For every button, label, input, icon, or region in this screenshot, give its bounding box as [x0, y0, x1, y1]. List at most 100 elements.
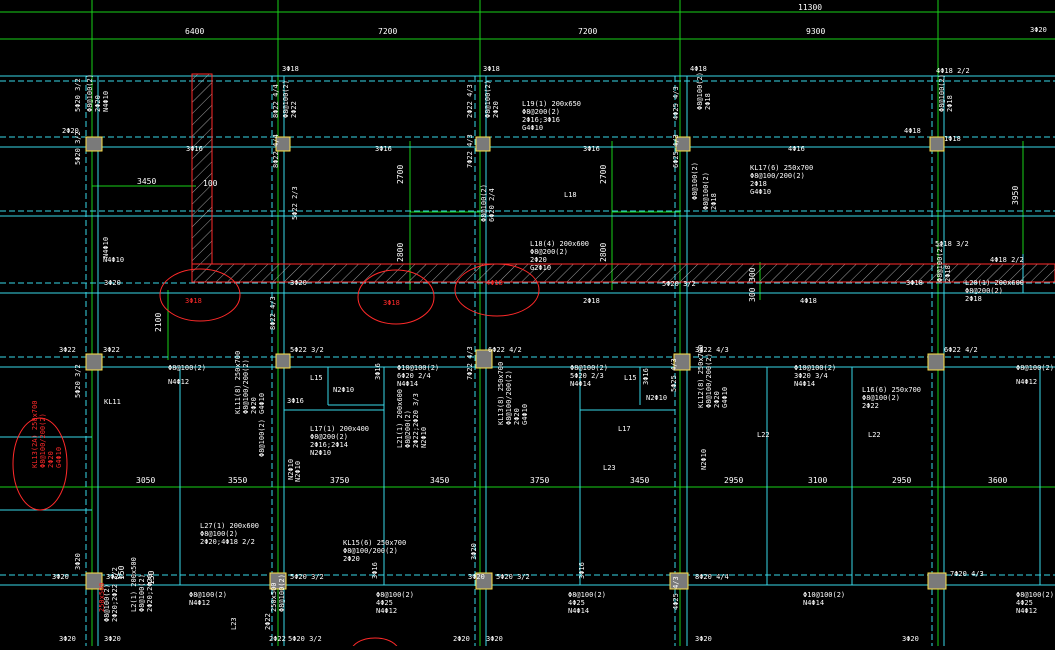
- rebar-label: L23: [230, 617, 238, 630]
- bay-dimension: 3450: [430, 476, 449, 485]
- rebar-label: Φ8@100(2): [282, 80, 290, 118]
- rebar-label: Φ8@200(2): [404, 410, 412, 448]
- rebar-label: 250x500: [270, 582, 278, 612]
- rebar-label: 4Φ18: [690, 65, 707, 73]
- rebar-label: 3Φ22 4/3: [695, 346, 729, 354]
- rebar-label: KL17(6) 250x700: [750, 164, 813, 172]
- vertical-dimension: 300: [748, 267, 757, 282]
- rebar-label: 3Φ20: [104, 279, 121, 287]
- rebar-label: 2Φ22: [264, 613, 272, 630]
- rebar-label: 8Φ22 4/4: [272, 134, 280, 168]
- rebar-label: L18: [564, 191, 577, 199]
- rebar-label: L21(1) 200x600: [396, 389, 404, 448]
- rebar-label: N4Φ14: [397, 380, 418, 388]
- rebar-label: 5Φ22 3/2: [290, 346, 324, 354]
- rebar-label: L2(1) 200x500: [130, 557, 138, 612]
- rebar-label: 3Φ16: [583, 145, 600, 153]
- overall-dimension: 11300: [798, 3, 822, 12]
- rebar-label: 3Φ20 3/4: [794, 372, 828, 380]
- rebar-label: L15: [624, 374, 637, 382]
- rebar-label: 3Φ20: [695, 635, 712, 643]
- rebar-label: 4Φ25: [1016, 599, 1033, 607]
- rebar-label: G4Φ10: [521, 404, 529, 425]
- rebar-label: 5Φ20 3/2: [290, 573, 324, 581]
- rebar-label: 3Φ16: [374, 363, 382, 380]
- rebar-label: N4Φ14: [803, 599, 824, 607]
- rebar-label: KL13(8) 250x700: [497, 362, 505, 425]
- rebar-label: L18(4) 200x600: [530, 240, 589, 248]
- rebar-label: 2Φ22: [862, 402, 879, 410]
- rebar-label: Φ8@100/200(2): [343, 547, 398, 555]
- rebar-label: Φ8@100/200(2): [505, 370, 513, 425]
- vertical-dimension: 2700: [599, 165, 608, 184]
- bay-dimension: 7200: [378, 27, 397, 36]
- hatched-wall: [191, 73, 1055, 283]
- rebar-label: 1Φ18: [944, 135, 961, 143]
- rebar-label: 2Φ20: [62, 127, 79, 135]
- rebar-label: 2Φ18: [965, 295, 982, 303]
- rebar-label: N4Φ10: [103, 256, 124, 264]
- revision-label: G4Φ10: [55, 447, 63, 468]
- rebar-label: 2Φ18: [946, 95, 954, 112]
- rebar-label: 2Φ22: [269, 635, 286, 643]
- rebar-label: Φ8@100(2): [103, 584, 111, 622]
- rebar-label: 4Φ25: [568, 599, 585, 607]
- bay-dimension: 3100: [808, 476, 827, 485]
- rebar-label: Φ8@100(2): [938, 74, 946, 112]
- vertical-dimension: 3450: [137, 177, 156, 186]
- bay-dimension: 9300: [806, 27, 825, 36]
- rebar-label: 2Φ20;2Φ20: [146, 574, 154, 612]
- rebar-label: 3Φ20: [470, 543, 478, 560]
- rebar-label: Φ8@100(2): [691, 162, 699, 200]
- rebar-label: 6Φ20 2/4: [397, 372, 431, 380]
- revision-label: 2Φ20: [47, 451, 55, 468]
- rebar-label: N2Φ10: [646, 394, 667, 402]
- rebar-label: 8Φ20 4/4: [695, 573, 729, 581]
- rebar-label: 3Φ20: [52, 573, 69, 581]
- rebar-label: 5Φ20 3/2: [496, 573, 530, 581]
- rebar-label: Φ8@100(2): [168, 364, 206, 372]
- rebar-label: 2Φ20: [343, 555, 360, 563]
- rebar-label: Φ10@100(2): [397, 364, 439, 372]
- rebar-label: L23: [603, 464, 616, 472]
- rebar-label: 3Φ16: [578, 562, 586, 579]
- rebar-label: 5Φ20 3/2: [74, 131, 82, 165]
- rebar-label: N4Φ14: [568, 607, 589, 615]
- rebar-label: 2Φ18: [704, 93, 712, 110]
- rebar-label: 5Φ20 3/2: [74, 364, 82, 398]
- rebar-label: 2Φ18: [710, 193, 718, 210]
- rebar-label: N4Φ14: [570, 380, 591, 388]
- rebar-label: N4Φ10: [102, 91, 110, 112]
- rebar-label: L15: [310, 374, 323, 382]
- revision-label: 3Φ18: [185, 297, 202, 305]
- rebar-label: L27(1) 200x600: [200, 522, 259, 530]
- rebar-label: 4Φ16: [788, 145, 805, 153]
- rebar-label: Φ8@100(2): [86, 74, 94, 112]
- rebar-label: Φ8@100(2): [862, 394, 900, 402]
- rebar-label: 3Φ20: [74, 553, 82, 570]
- vertical-dimension: 2100: [154, 313, 163, 332]
- rebar-label: N4Φ12: [376, 607, 397, 615]
- rebar-label: 5Φ20 3/2: [74, 78, 82, 112]
- rebar-label: N2Φ10: [294, 461, 302, 482]
- rebar-label: 2Φ22;2Φ20 3/3: [412, 393, 420, 448]
- rebar-label: 3Φ16: [186, 145, 203, 153]
- rebar-label: L20(1) 200x600: [965, 279, 1024, 287]
- rebar-label: N2Φ10: [700, 449, 708, 470]
- rebar-label: 4Φ18 2/2: [936, 67, 970, 75]
- revision-label: 3Φ18: [383, 299, 400, 307]
- rebar-label: L17(1) 200x400: [310, 425, 369, 433]
- rebar-label: 5Φ20 2/3: [570, 372, 604, 380]
- rebar-label: 6Φ22 4/2: [488, 346, 522, 354]
- rebar-label: Φ8@200(2): [522, 108, 560, 116]
- rebar-label: N4Φ12: [1016, 378, 1037, 386]
- rebar-label: 7Φ20 4/3: [950, 570, 984, 578]
- rebar-label: 6Φ25 4/3: [672, 134, 680, 168]
- rebar-label: Φ8@100(2): [376, 591, 414, 599]
- rebar-label: KL15(6) 250x700: [343, 539, 406, 547]
- rebar-label: Φ8@100/200(2): [750, 172, 805, 180]
